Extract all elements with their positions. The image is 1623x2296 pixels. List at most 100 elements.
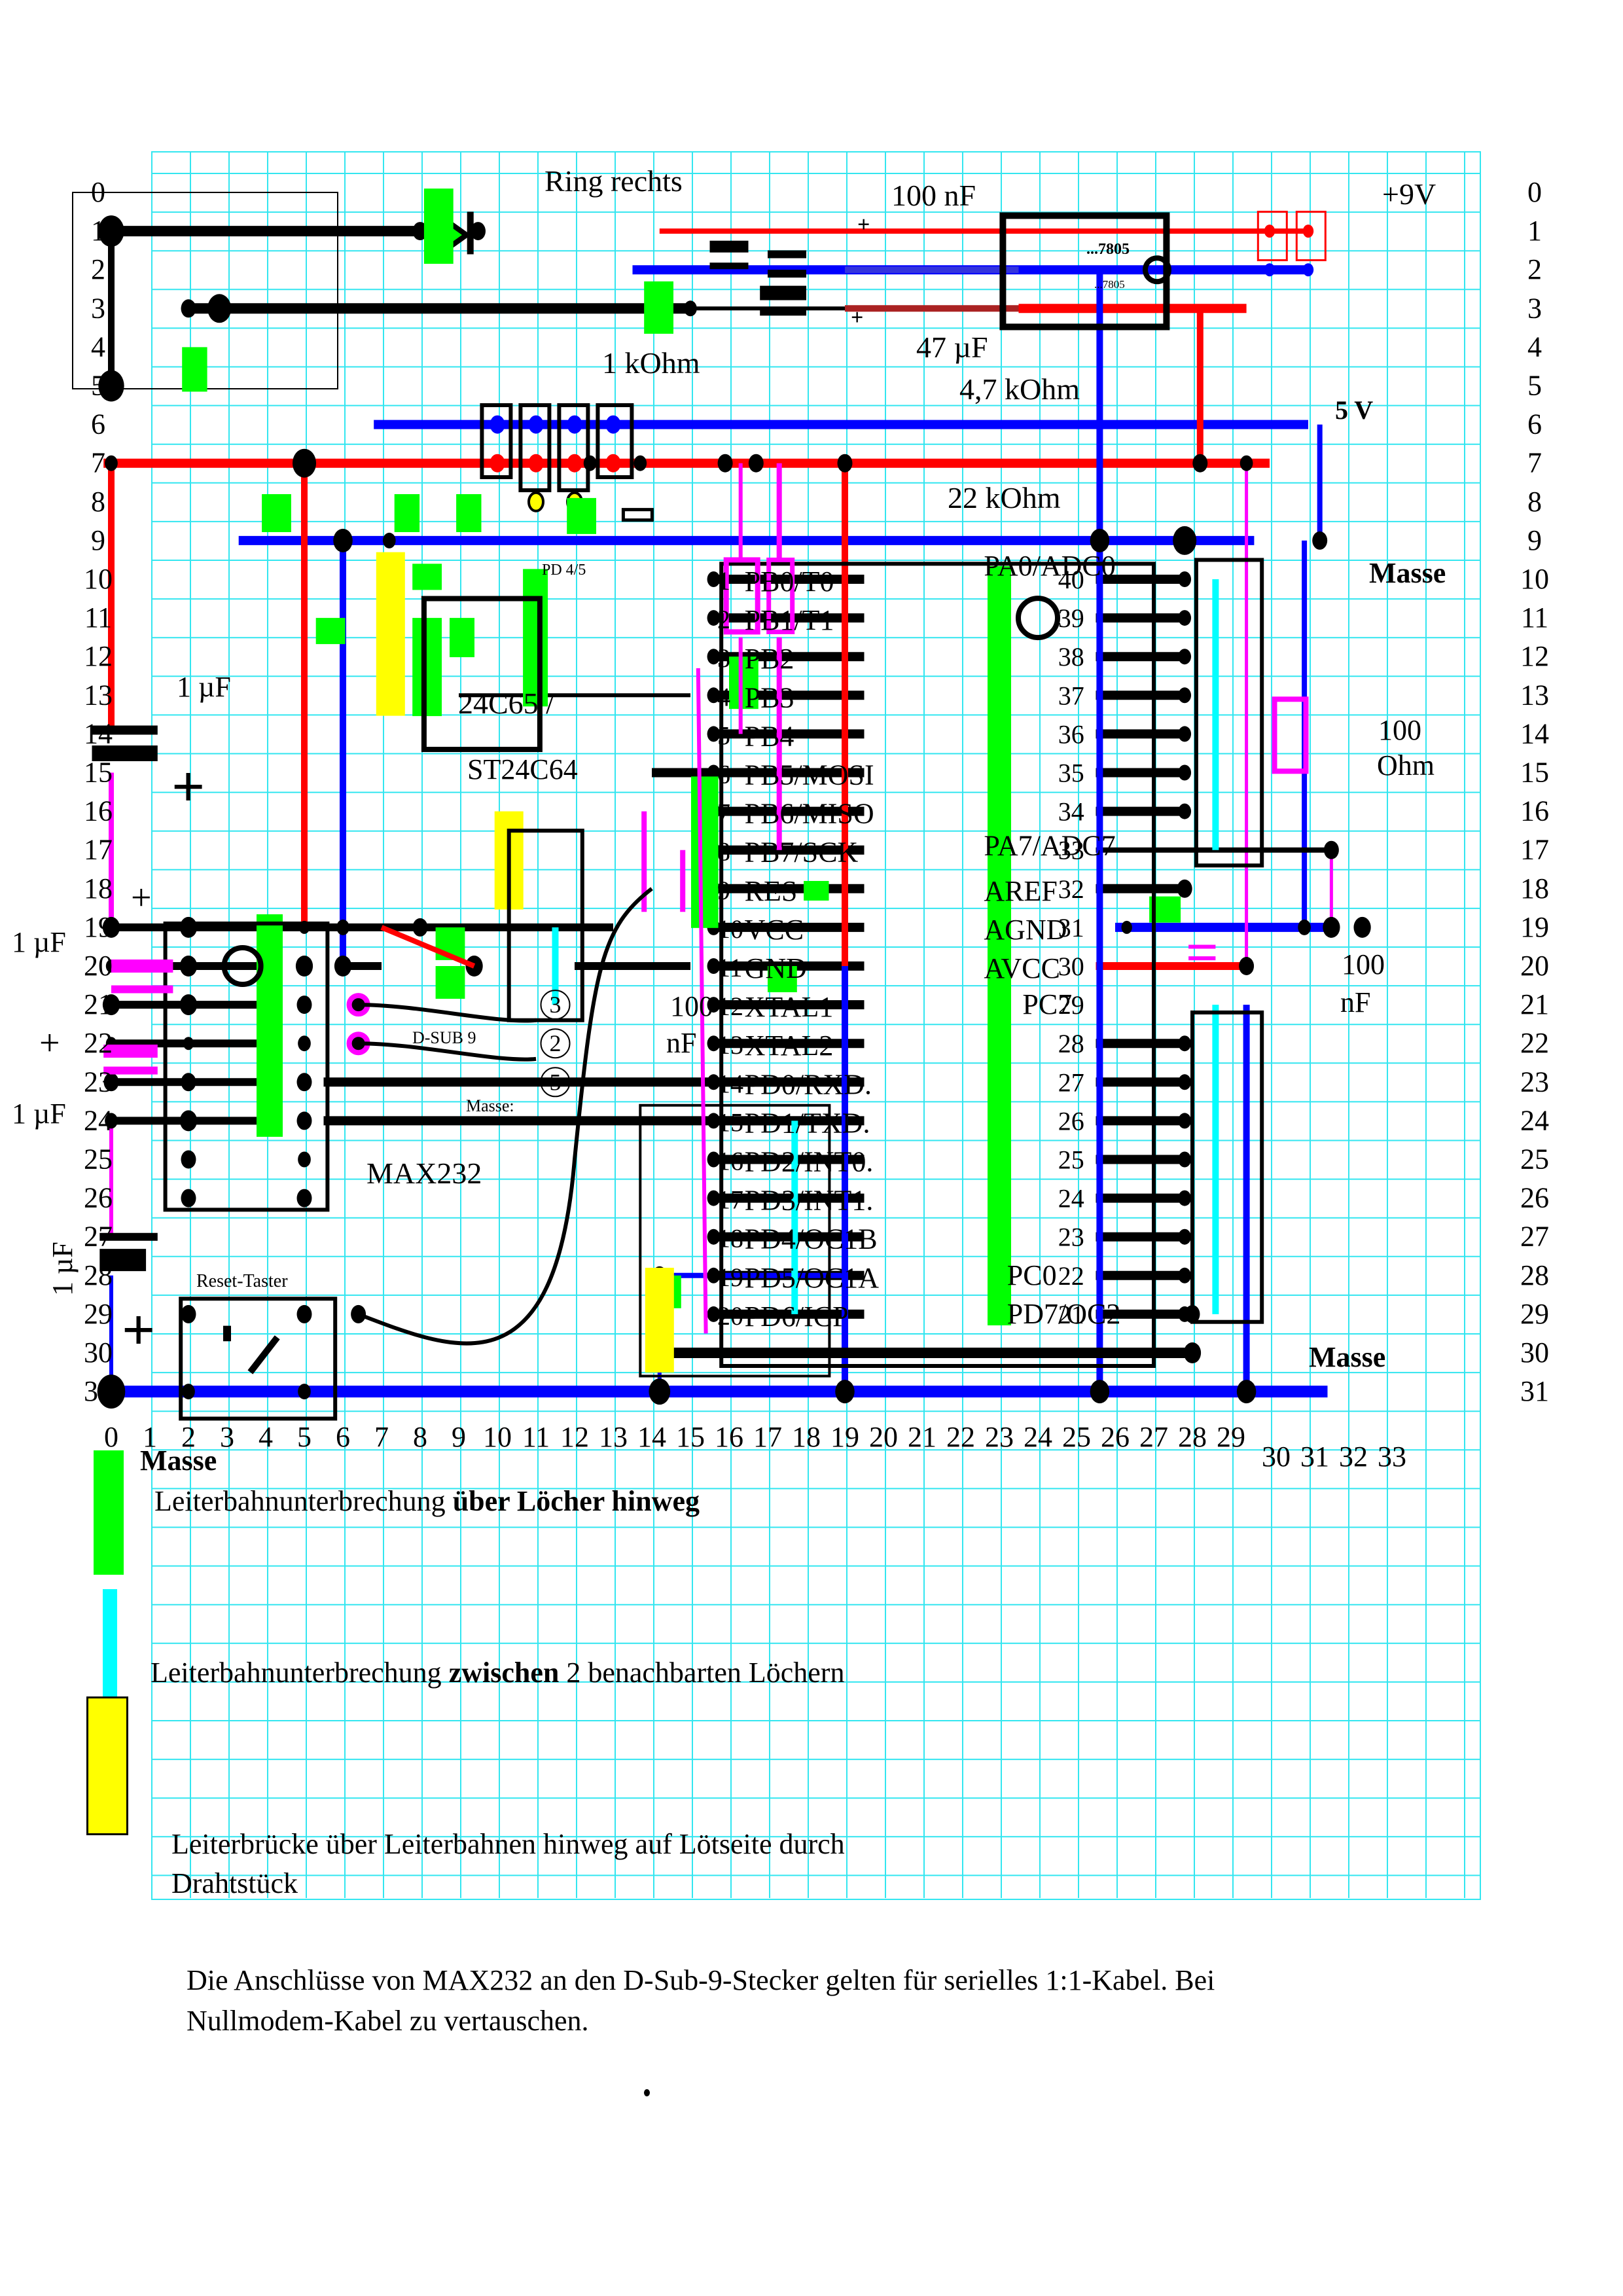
- avr-pin-name: XTAL2: [745, 1030, 834, 1062]
- avr-pin-name: PB5/MOSI: [745, 759, 874, 791]
- avr-pin-number: 5: [717, 721, 730, 750]
- col-label-bottom: 9: [452, 1421, 466, 1453]
- col-label-bottom: 1: [143, 1421, 157, 1453]
- col-label-bottom: 8: [413, 1421, 427, 1453]
- col-label-bottom-extra: 33: [1378, 1441, 1406, 1473]
- port-a-header-box: [1194, 558, 1264, 868]
- avr-pin-number-right: 38: [1058, 642, 1084, 672]
- avr-pin-name: RES: [745, 875, 798, 907]
- avr-pin-name: PD5/OC1A: [745, 1262, 880, 1294]
- row-label-right: 8: [1527, 486, 1542, 518]
- label-masse-top: Masse: [1369, 557, 1446, 589]
- col-label-bottom: 6: [336, 1421, 350, 1453]
- solder-joint: [179, 1110, 198, 1132]
- avr-pin-name: PD4/OC1B: [745, 1223, 878, 1255]
- port-c-header-box: [1190, 1010, 1264, 1324]
- row-label-left: 25: [84, 1143, 113, 1175]
- cut-over-holes: [412, 564, 442, 590]
- solder-joint: [633, 455, 647, 471]
- solder-joint: [1312, 531, 1328, 550]
- avr-pin-number-right: 22: [1058, 1261, 1084, 1291]
- col-label-bottom: 3: [220, 1421, 234, 1453]
- row-label-right: 10: [1520, 563, 1549, 595]
- row-label-left: 18: [84, 872, 113, 905]
- solder-joint: [296, 1073, 312, 1092]
- avr-pin-name-agnd: AGND: [984, 914, 1067, 946]
- avr-pin-name: PB4: [745, 720, 794, 752]
- solder-joint: [1090, 1380, 1110, 1404]
- eeprom-chip-outline: [421, 596, 543, 753]
- avr-pin-number: 17: [717, 1185, 743, 1215]
- avr-left-joint: [707, 1074, 721, 1090]
- avr-pin-name: PB1/T1: [745, 604, 834, 636]
- label-plus-top-b: +: [851, 306, 863, 330]
- regulator-hole: [1143, 255, 1171, 285]
- avr-pin-number: 3: [717, 643, 730, 673]
- dsub-pin-circle-2: [540, 1028, 571, 1059]
- label-5v: 5 V: [1335, 395, 1373, 425]
- avr-pin-number-right: 37: [1058, 681, 1084, 710]
- wire-red-diagonal: [380, 925, 476, 969]
- grid-border: [151, 151, 1481, 1900]
- avr-pin-number-right: 36: [1058, 719, 1084, 749]
- header-box: [480, 403, 513, 480]
- vcc-pin: [605, 454, 621, 473]
- avr-right-joint: [1178, 1074, 1192, 1090]
- row-label-right: 31: [1520, 1375, 1549, 1407]
- avr-right-joint: [1178, 726, 1192, 742]
- avr-pin-name-aref: AREF: [984, 875, 1057, 907]
- led-pin: [527, 491, 544, 512]
- solder-joint: [105, 1113, 118, 1129]
- hole-grid: [151, 151, 1481, 1900]
- gnd-pin: [528, 415, 544, 434]
- avr-pin-name: XTAL1: [745, 991, 834, 1023]
- solder-dot: [1323, 840, 1339, 859]
- avr-pin-name-pa0: PA0/ADC0: [984, 550, 1115, 582]
- row-label-right: 1: [1527, 215, 1542, 247]
- power-in-pin: [1302, 224, 1314, 238]
- avr-left-joint: [707, 1113, 721, 1129]
- solder-joint: [649, 1378, 671, 1405]
- avr-right-joint: [1178, 1267, 1192, 1283]
- avr-pin-number: 4: [717, 682, 730, 711]
- avr-pin-name: GND: [745, 952, 807, 984]
- eeprom-socket-cut: [450, 618, 474, 658]
- avr-right-joint: [1178, 1151, 1192, 1168]
- row-label-right: 25: [1520, 1143, 1549, 1175]
- avr-pin-name: PB7/SCK: [745, 836, 859, 869]
- reset-switch-lever: [247, 1335, 280, 1374]
- solder-joint: [382, 532, 396, 548]
- label-100nf-right-a: 100: [1342, 948, 1385, 980]
- row-label-left: 11: [84, 601, 112, 634]
- avr-pin-number-right: 31: [1058, 913, 1084, 942]
- solder-joint: [1183, 1342, 1202, 1363]
- col-label-bottom: 7: [374, 1421, 389, 1453]
- power-in-pin: [1302, 263, 1314, 277]
- header-box: [518, 403, 552, 493]
- avr-pin-name: PD0/RXD.: [745, 1068, 872, 1100]
- legend-yellow-swatch: [86, 1696, 128, 1835]
- label-7805-top: ...7805: [1086, 241, 1130, 258]
- crystal-header-box: [507, 829, 584, 1022]
- power-in-pin: [1264, 224, 1275, 238]
- col-label-bottom: 20: [869, 1421, 898, 1453]
- avr-pin-number: 9: [717, 876, 730, 905]
- legend-green-pre: Leiterbahnunterbrechung: [154, 1485, 453, 1517]
- row-label-left: 10: [84, 563, 113, 595]
- col-label-bottom: 12: [560, 1421, 589, 1453]
- label-7805-bottom: ...7805: [1094, 278, 1125, 291]
- solder-joint: [336, 919, 349, 935]
- row-label-right: 16: [1520, 795, 1549, 827]
- col-label-bottom: 26: [1101, 1421, 1130, 1453]
- avr-pin-number: 13: [717, 1030, 743, 1060]
- col-label-bottom-extra: 30: [1262, 1441, 1291, 1473]
- row-label-left: 1: [91, 215, 105, 247]
- solder-joint: [102, 916, 120, 938]
- row-label-right: 21: [1520, 988, 1549, 1020]
- solder-joint: [837, 454, 853, 473]
- label-1kohm: 1 kOhm: [602, 346, 700, 380]
- max232-chip-outline: [163, 921, 330, 1212]
- avr-pin-number-right: 29: [1058, 990, 1084, 1020]
- vcc-pin: [490, 454, 505, 473]
- solder-joint: [298, 1151, 311, 1168]
